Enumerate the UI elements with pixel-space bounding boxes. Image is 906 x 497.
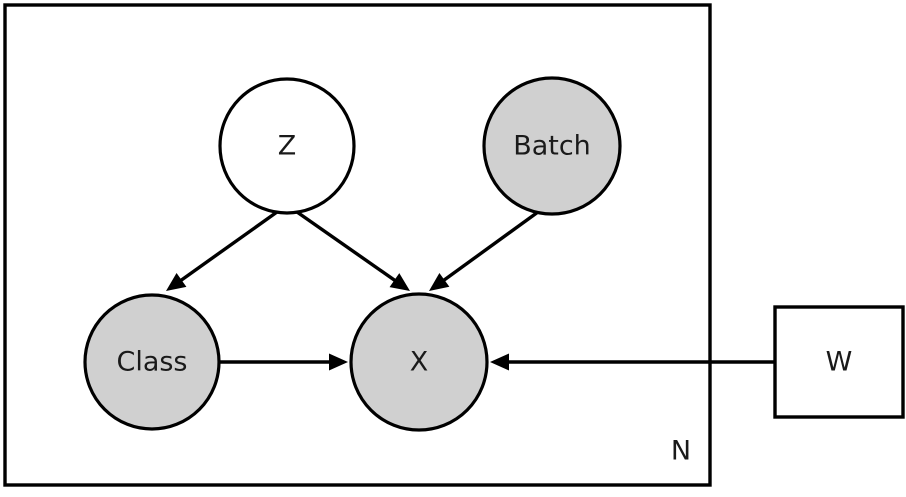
edge-z-to-x: [296, 210, 410, 291]
plate-rect: [3, 3, 712, 487]
node-label: X: [410, 347, 429, 378]
arrowhead-icon: [389, 273, 410, 291]
arrowhead-icon: [429, 272, 450, 291]
edge-line: [175, 210, 278, 285]
node-label: W: [826, 347, 853, 378]
edge-line: [296, 210, 401, 285]
node-shape[interactable]: [773, 305, 905, 419]
node-z[interactable]: Z: [218, 77, 356, 215]
node-w[interactable]: W: [773, 305, 905, 419]
edges-layer: [166, 210, 775, 371]
edge-line: [438, 210, 539, 285]
plate-label-n: N: [671, 436, 691, 467]
node-batch[interactable]: Batch: [482, 76, 622, 216]
edge-w-to-x: [490, 353, 775, 371]
edge-z-to-class: [166, 210, 278, 291]
node-shape[interactable]: [349, 292, 489, 432]
node-class[interactable]: Class: [83, 293, 221, 431]
arrowhead-icon: [329, 353, 348, 371]
arrowhead-icon: [166, 273, 187, 291]
edge-batch-to-x: [429, 210, 539, 291]
edge-class-to-x: [220, 353, 348, 371]
node-label: Batch: [513, 131, 591, 162]
node-shape[interactable]: [83, 293, 221, 431]
arrowhead-icon: [490, 353, 509, 371]
node-shape[interactable]: [482, 76, 622, 216]
node-label: Class: [116, 347, 187, 378]
node-label: Z: [278, 131, 297, 162]
plate-n: N: [3, 3, 712, 487]
node-shape[interactable]: [218, 77, 356, 215]
nodes-layer: Z Batch Class X W: [83, 76, 905, 432]
node-x[interactable]: X: [349, 292, 489, 432]
